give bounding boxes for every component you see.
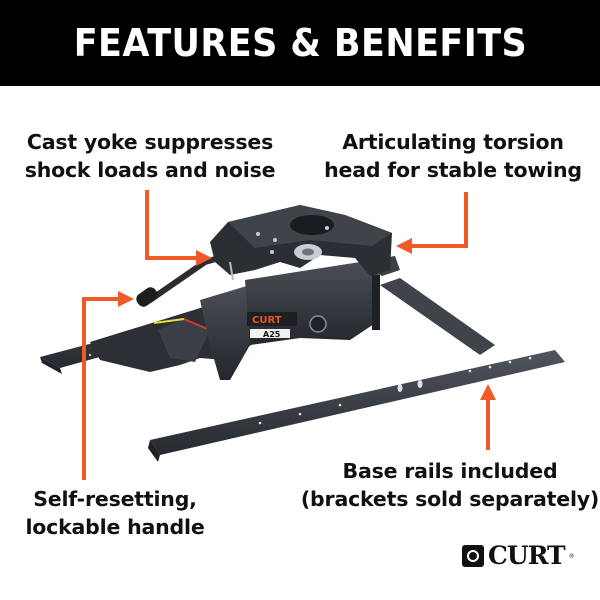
front-rail: [88, 343, 565, 462]
header-banner: FEATURES & BENEFITS: [0, 0, 600, 86]
curt-logo-text: CURT: [488, 541, 566, 570]
callout-line: Self-resetting,: [33, 487, 197, 511]
curt-logo: CURT ®: [462, 541, 575, 570]
arrow-torsion-head: [410, 192, 468, 248]
support-leg: [380, 278, 495, 355]
callout-torsion-head: Articulating torsion head for stable tow…: [318, 128, 588, 184]
registered-mark: ®: [568, 552, 575, 560]
hitch-model-label: A25: [263, 330, 281, 339]
arrow-heads: [118, 238, 496, 400]
callout-base-rails: Base rails included (brackets sold separ…: [300, 457, 600, 513]
curt-logo-icon: [462, 545, 484, 567]
callout-line: (brackets sold separately): [300, 487, 600, 511]
callout-line: lockable handle: [25, 515, 205, 539]
callout-line: Cast yoke suppresses: [26, 130, 274, 154]
callout-arrows: [82, 190, 490, 480]
page-title: FEATURES & BENEFITS: [73, 21, 527, 65]
hitch-head: [210, 205, 392, 281]
arrow-handle: [82, 297, 120, 480]
callout-line: Base rails included: [342, 459, 558, 483]
arrow-cast-yoke: [145, 190, 198, 260]
callout-cast-yoke: Cast yoke suppresses shock loads and noi…: [20, 128, 280, 184]
hitch-brand-label: CURT: [252, 315, 282, 326]
callout-line: head for stable towing: [324, 158, 582, 182]
callout-handle: Self-resetting, lockable handle: [20, 485, 210, 541]
callout-line: shock loads and noise: [24, 158, 276, 182]
callout-line: Articulating torsion: [342, 130, 564, 154]
